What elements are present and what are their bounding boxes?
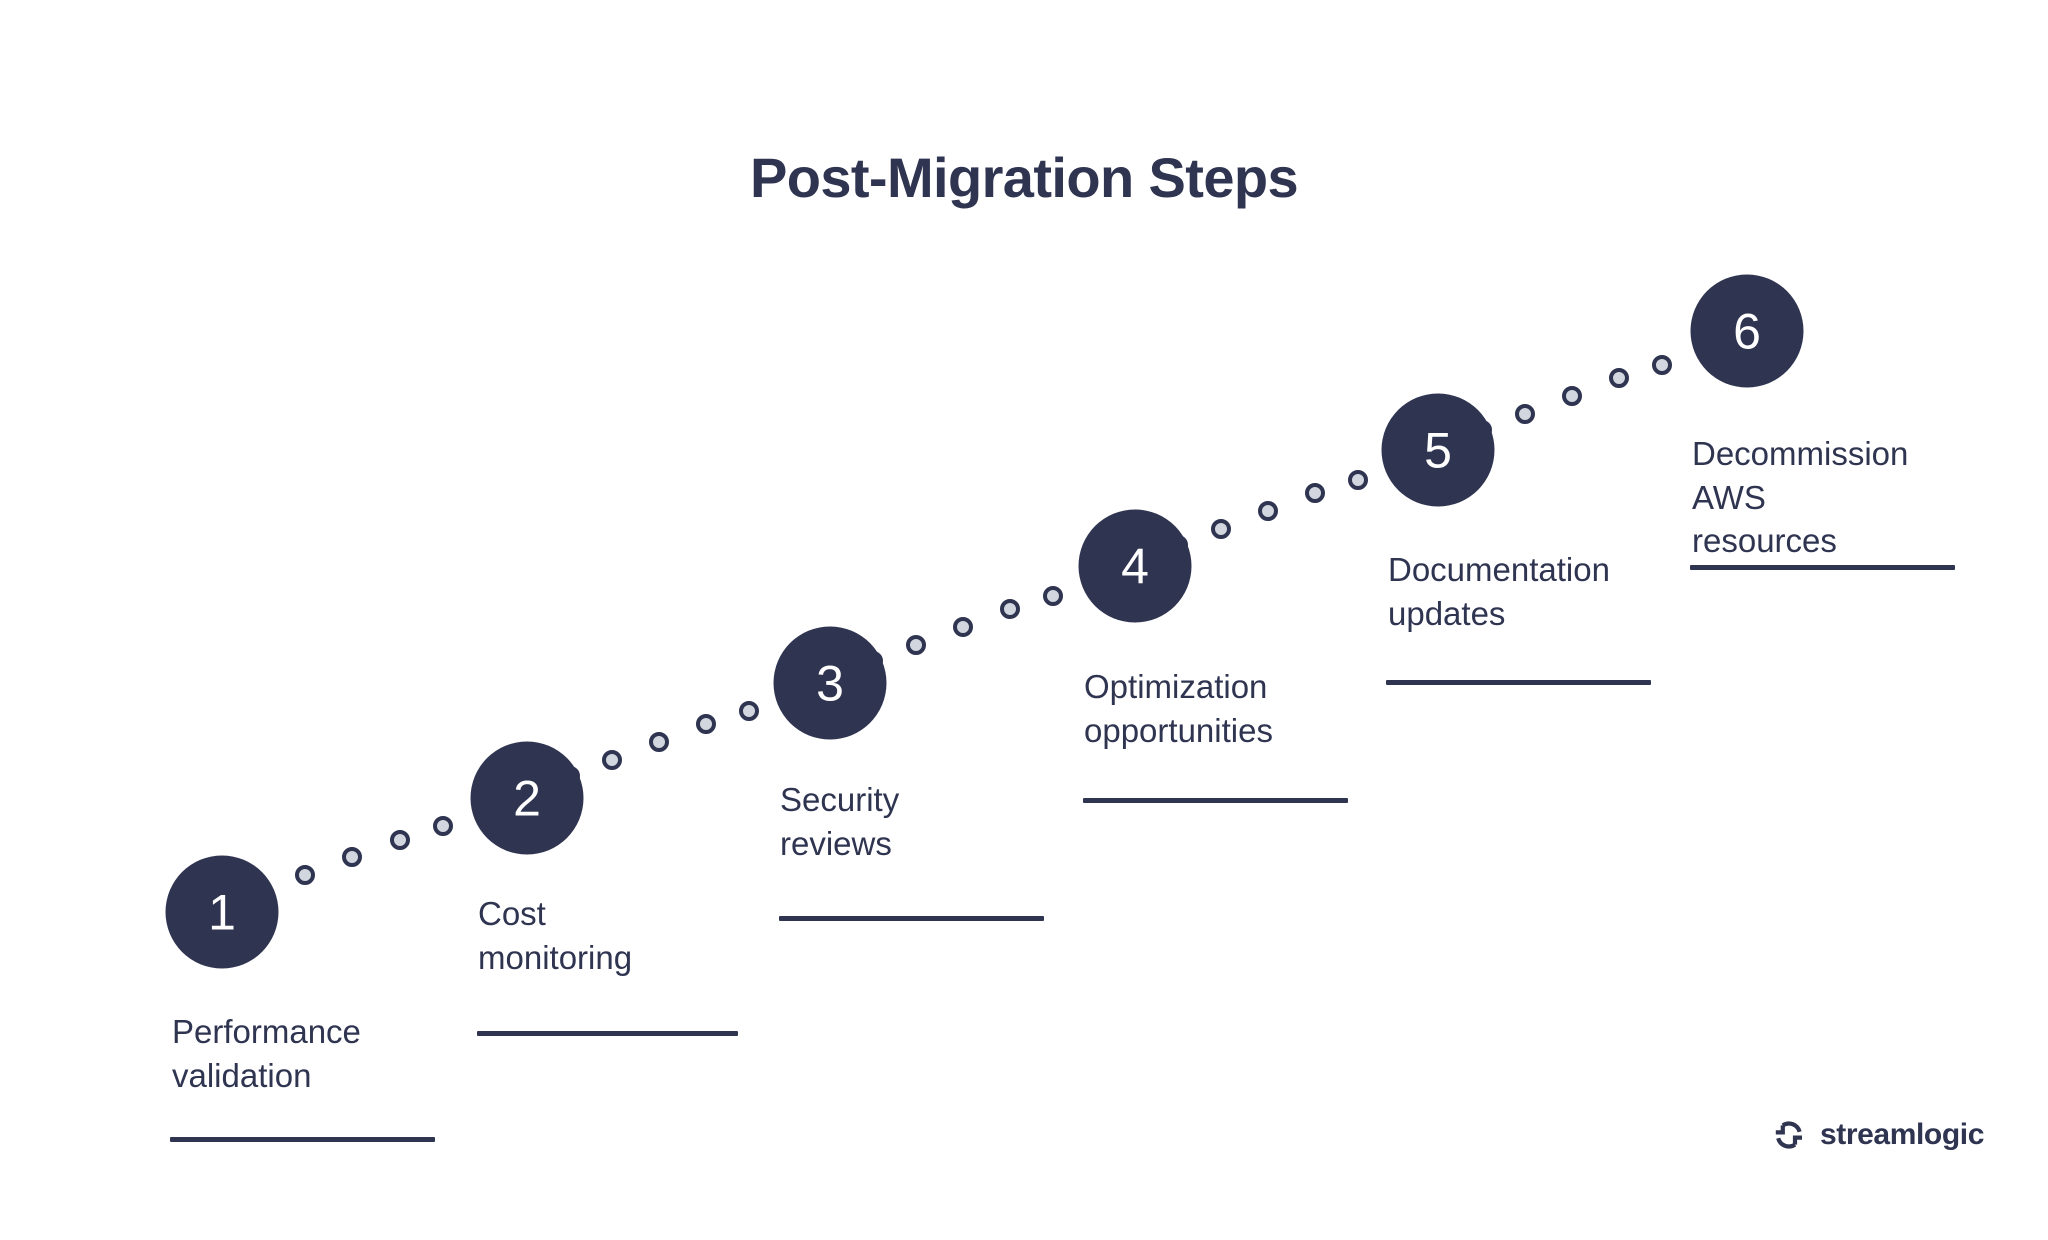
connector-dot [1000,599,1020,619]
brand-logo: streamlogic [1772,1118,1984,1152]
logo-wordmark: streamlogic [1820,1118,1984,1151]
connector-dot [602,750,622,770]
connector-dot [1348,470,1368,490]
step-number-badge[interactable]: 1 [165,855,279,969]
connector-dot [295,865,315,885]
page-title: Post-Migration Steps [749,146,1299,209]
streamlogic-cycle-icon [1772,1118,1806,1152]
step-number-badge[interactable]: 4 [1078,509,1192,623]
step-underline-rule [170,1137,435,1142]
step-number-badge[interactable]: 5 [1381,393,1495,507]
step-label: Performance validation [172,1013,361,1094]
step-number-badge[interactable]: 2 [470,741,584,855]
step-number-badge[interactable]: 6 [1690,274,1804,388]
step-label: Decommission AWS resources [1692,435,1909,560]
step-underline-rule [1083,798,1348,803]
step-number-badge[interactable]: 3 [773,626,887,740]
step-label: Cost monitoring [478,895,633,976]
connector-dot [1305,483,1325,503]
step-underline-rule [477,1031,738,1036]
step-label: Security reviews [780,781,900,862]
connector-dot [1515,404,1535,424]
connector-dot [1652,355,1672,375]
step-underline-rule [779,916,1044,921]
connector-dot [390,830,410,850]
step-label: Documentation updates [1388,551,1610,632]
step-label: Optimization opportunities [1084,668,1273,749]
connector-dot [649,732,669,752]
connector-dot [1258,501,1278,521]
step-underline-rule [1690,565,1955,570]
connector-dot [1562,386,1582,406]
connector-dot [739,701,759,721]
connector-dot [433,816,453,836]
connector-dot [953,617,973,637]
connector-dot [1043,586,1063,606]
connector-dot [696,714,716,734]
connector-dot [342,847,362,867]
connector-dot [1609,368,1629,388]
connector-dot [906,635,926,655]
connector-dot [1211,519,1231,539]
step-underline-rule [1386,680,1651,685]
